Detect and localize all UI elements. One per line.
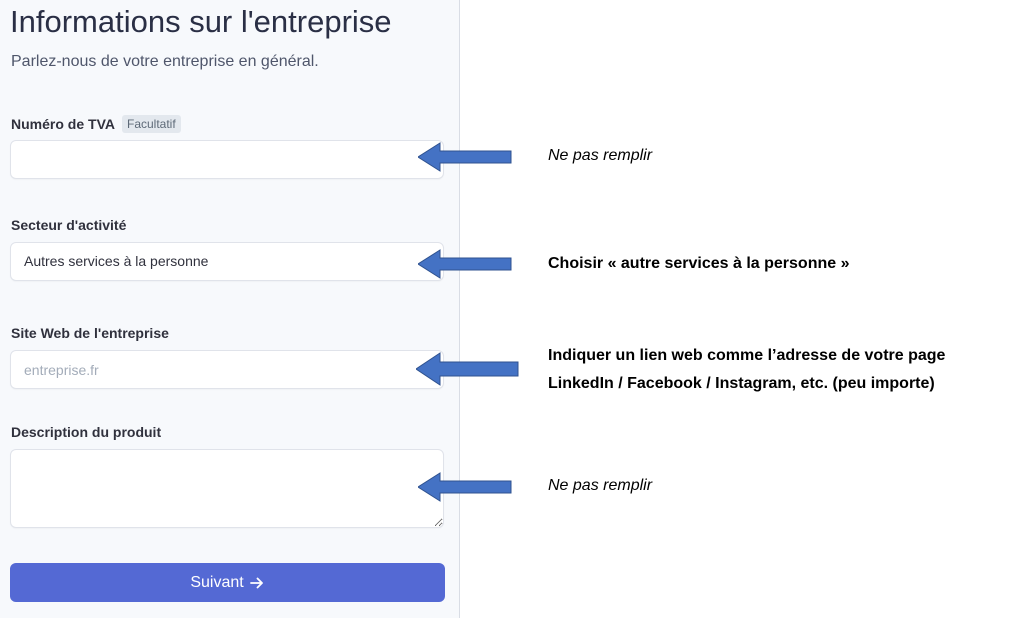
arrow-right-icon [249, 577, 263, 588]
sector-select[interactable]: Autres services à la personne [10, 242, 444, 281]
website-note: Indiquer un lien web comme l’adresse de … [548, 342, 945, 398]
website-label: Site Web de l'entreprise [11, 325, 169, 341]
left-arrow-icon [418, 249, 512, 279]
left-arrow-icon [418, 472, 512, 502]
left-arrow-icon [418, 142, 512, 172]
vat-label: Numéro de TVA Facultatif [11, 115, 181, 133]
description-label: Description du produit [11, 424, 162, 440]
product-description-textarea[interactable] [10, 449, 444, 528]
optional-badge: Facultatif [121, 115, 181, 133]
website-note-line1: Indiquer un lien web comme l’adresse de … [548, 347, 946, 364]
vat-note: Ne pas remplir [548, 147, 653, 164]
left-arrow-icon [416, 352, 519, 386]
website-note-line2: LinkedIn / Facebook / Instagram, etc. (p… [548, 375, 935, 392]
page-title: Informations sur l'entreprise [10, 4, 392, 39]
vat-label-text: Numéro de TVA [11, 116, 115, 132]
website-input[interactable] [10, 350, 444, 389]
sector-selected-value: Autres services à la personne [24, 253, 209, 269]
page-subtitle: Parlez-nous de votre entreprise en génér… [11, 53, 319, 70]
sector-note: Choisir « autre services à la personne » [548, 255, 850, 272]
description-note: Ne pas remplir [548, 477, 653, 494]
next-button-label: Suivant [190, 573, 244, 591]
next-button[interactable]: Suivant [10, 563, 445, 602]
company-info-form: Informations sur l'entreprise Parlez-nou… [0, 0, 460, 618]
vat-number-input[interactable] [10, 140, 444, 179]
sector-label: Secteur d'activité [11, 217, 127, 233]
